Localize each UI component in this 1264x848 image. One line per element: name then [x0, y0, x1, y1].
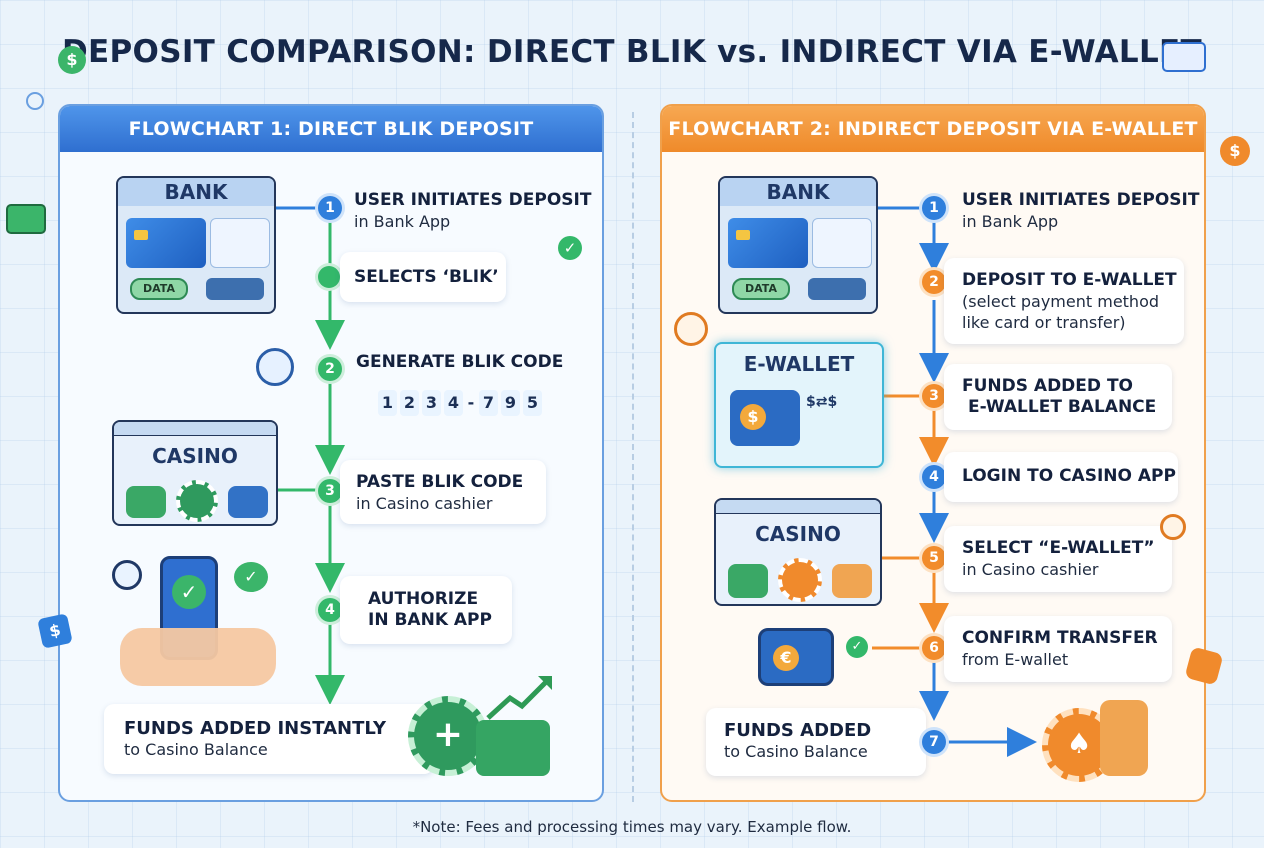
- step-3-number: 3: [318, 479, 342, 503]
- poker-chip-orange-icon: [778, 558, 822, 602]
- chart-icon: [808, 278, 866, 300]
- chip-stack-green-icon: [728, 564, 768, 598]
- f1-step-select-blik: SELECTS ‘BLIK’: [340, 252, 506, 302]
- chat-check-icon: ✓: [234, 562, 268, 592]
- data-badge-2: DATA: [732, 278, 790, 300]
- dollar-coin-icon: $: [58, 46, 86, 74]
- casino-illustration-2: CASINO: [714, 498, 882, 606]
- panel-divider: [632, 112, 634, 802]
- wallet-icon: $: [730, 390, 800, 446]
- f1-step-2: GENERATE BLIK CODE: [356, 352, 564, 372]
- phone-check-icon: ✓: [172, 575, 206, 609]
- big-chip-plus-icon: +: [408, 696, 488, 776]
- card-details-icon: [210, 218, 270, 268]
- footnote: *Note: Fees and processing times may var…: [412, 818, 852, 836]
- code-digit: 1: [378, 390, 397, 416]
- step-2-number: 2: [318, 357, 342, 381]
- hands-icon: [120, 628, 276, 686]
- poker-chip-icon: [176, 480, 218, 522]
- f2-step-3-number: 3: [922, 384, 946, 408]
- casino-label: CASINO: [152, 444, 238, 468]
- step-1-number: 1: [318, 196, 342, 220]
- f2-step-7-number: 7: [922, 730, 946, 754]
- code-digit: 9: [501, 390, 520, 416]
- code-digit: 5: [523, 390, 542, 416]
- window-controls: [716, 500, 880, 514]
- code-digit: 4: [444, 390, 463, 416]
- check-icon: ✓: [558, 236, 582, 260]
- f2-step-3: FUNDS ADDED TO E-WALLET BALANCE: [944, 364, 1172, 430]
- f2-step-2-number: 2: [922, 270, 946, 294]
- f2-step-1: USER INITIATES DEPOSIT in Bank App: [962, 190, 1200, 231]
- chart-icon: [206, 278, 264, 300]
- page-title: DEPOSIT COMPARISON: DIRECT BLIK vs. INDI…: [62, 34, 1202, 70]
- data-badge: DATA: [130, 278, 188, 300]
- window-controls: [114, 422, 276, 436]
- f1-step-4: AUTHORIZE IN BANK APP: [340, 576, 512, 644]
- flowchart-1-header: FLOWCHART 1: DIRECT BLIK DEPOSIT: [60, 106, 602, 152]
- casino-illustration: CASINO: [112, 420, 278, 526]
- bank-label-2: BANK: [766, 180, 830, 204]
- f2-step-6: CONFIRM TRANSFER from E-wallet: [944, 616, 1172, 682]
- step-4-number: 4: [318, 598, 342, 622]
- clock-outline-icon: [26, 92, 44, 110]
- card-icon: [1162, 42, 1206, 72]
- ewallet-label: E-WALLET: [743, 352, 855, 376]
- bank-app-illustration: BANK DATA: [116, 176, 276, 314]
- credit-card-icon: [126, 218, 206, 268]
- f1-step-1: USER INITIATES DEPOSIT in Bank App: [354, 190, 592, 231]
- chip-stacks-icon: [476, 720, 550, 776]
- f2-step-5-number: 5: [922, 546, 946, 570]
- dollar-coin-orange-icon: $: [1220, 136, 1250, 166]
- flowchart-2-header: FLOWCHART 2: INDIRECT DEPOSIT VIA E-WALL…: [662, 106, 1204, 152]
- f2-step-6-number: 6: [922, 636, 946, 660]
- chip-stack-orange-icon: [832, 564, 872, 598]
- stopwatch-icon: [256, 348, 294, 386]
- code-digit: 7: [479, 390, 498, 416]
- check-icon-2: ✓: [846, 636, 868, 658]
- wallet-euro-icon: €: [758, 628, 834, 686]
- f1-final-step: FUNDS ADDED INSTANTLY to Casino Balance: [104, 704, 434, 774]
- f2-final-step: FUNDS ADDED to Casino Balance: [706, 708, 926, 776]
- f2-step-1-number: 1: [922, 196, 946, 220]
- casino-label-2: CASINO: [755, 522, 841, 546]
- ewallet-illustration: E-WALLET $ $⇄$: [714, 342, 884, 468]
- chip-stack-green-icon: [126, 486, 166, 518]
- card-details-icon: [812, 218, 872, 268]
- bank-label: BANK: [164, 180, 228, 204]
- dollar-tile-icon: $: [37, 613, 73, 649]
- code-digit: -: [467, 393, 475, 412]
- code-digit: 2: [400, 390, 419, 416]
- f1-step-3: PASTE BLIK CODE in Casino cashier: [340, 460, 546, 524]
- f2-step-5: SELECT “E-WALLET” in Casino cashier: [944, 526, 1172, 592]
- f2-step-4: LOGIN TO CASINO APP: [944, 452, 1178, 502]
- bank-app-illustration-2: BANK DATA: [718, 176, 878, 314]
- growth-arrow-icon: [486, 676, 552, 720]
- chip-stack-icon: [1100, 700, 1148, 776]
- stopwatch-icon-2: [674, 312, 708, 346]
- chip-stack-blue-icon: [228, 486, 268, 518]
- f2-step-2: DEPOSIT TO E-WALLET (select payment meth…: [944, 258, 1184, 344]
- credit-card-icon: [728, 218, 808, 268]
- location-pin-icon: [318, 266, 340, 288]
- clock-icon: [1160, 514, 1186, 540]
- currency-exchange-icon: $⇄$: [806, 394, 838, 410]
- cash-icon: [6, 204, 46, 234]
- f2-step-4-number: 4: [922, 465, 946, 489]
- code-digit: 3: [422, 390, 441, 416]
- alarm-clock-icon: [112, 560, 142, 590]
